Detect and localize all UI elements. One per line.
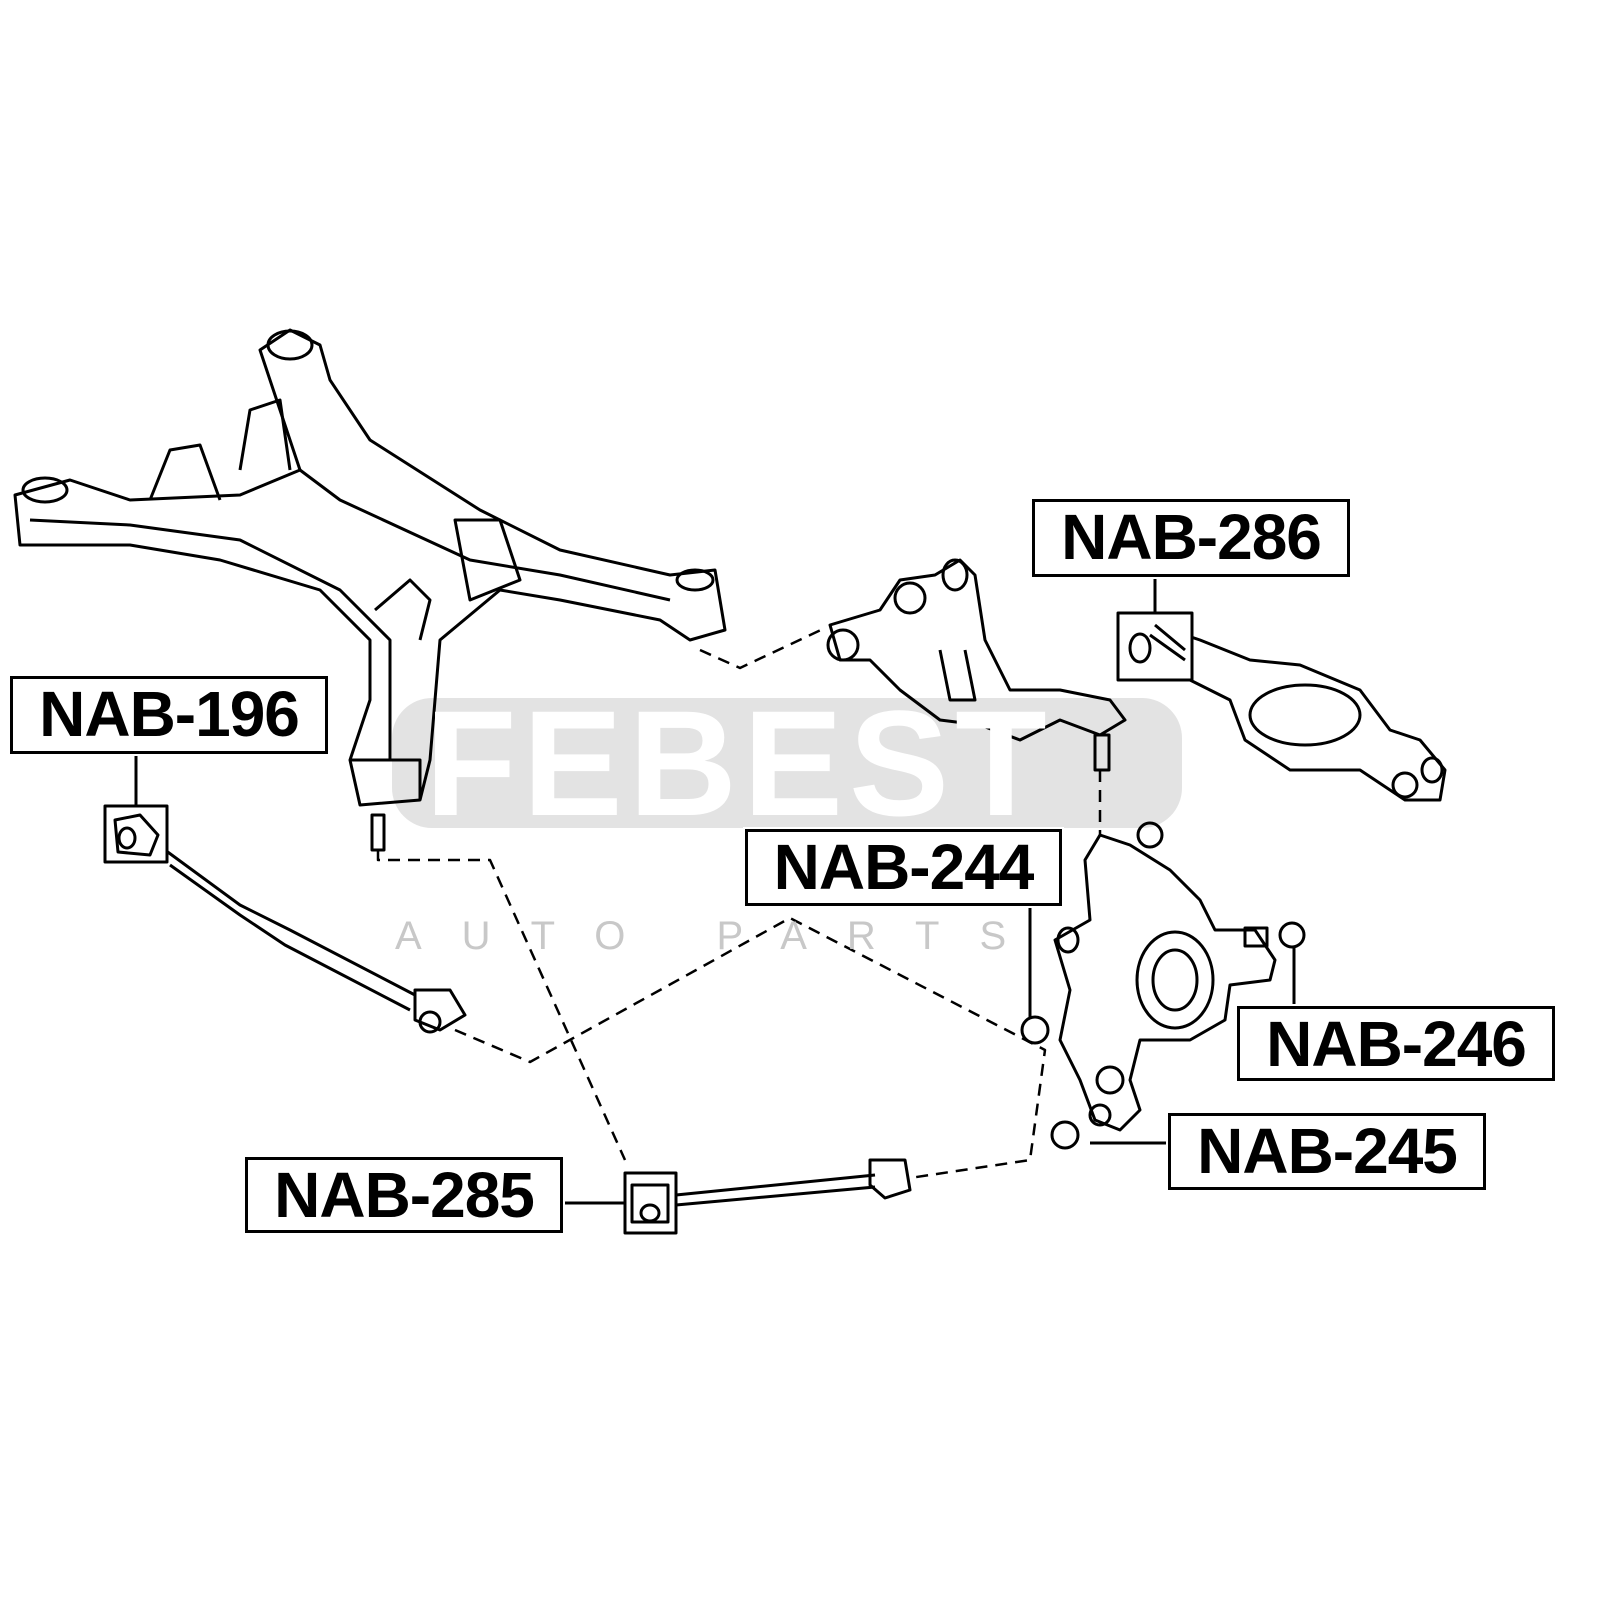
watermark-band — [392, 698, 1182, 828]
part-label-nab-244[interactable]: NAB-244 — [743, 827, 1064, 908]
rear-knuckle — [1020, 821, 1306, 1150]
part-label-nab-246[interactable]: NAB-246 — [1235, 1004, 1557, 1083]
part-label-nab-285[interactable]: NAB-285 — [243, 1155, 565, 1235]
guide-lines — [376, 626, 1102, 1180]
leader-lines — [134, 577, 1296, 1205]
stabilizer-bar — [164, 848, 467, 1034]
lower-link-arm — [1138, 618, 1447, 802]
rear-subframe — [13, 328, 727, 852]
part-label-nab-286[interactable]: NAB-286 — [1030, 497, 1352, 579]
part-label-nab-245[interactable]: NAB-245 — [1166, 1111, 1488, 1192]
lateral-link — [675, 1158, 912, 1207]
upper-control-arm — [826, 558, 1127, 772]
bushing-icons — [103, 611, 1194, 1235]
watermark-brand: FEBEST — [425, 679, 1053, 847]
watermark-tagline: AUTO PARTS — [395, 914, 1047, 958]
part-label-nab-196[interactable]: NAB-196 — [8, 674, 330, 756]
